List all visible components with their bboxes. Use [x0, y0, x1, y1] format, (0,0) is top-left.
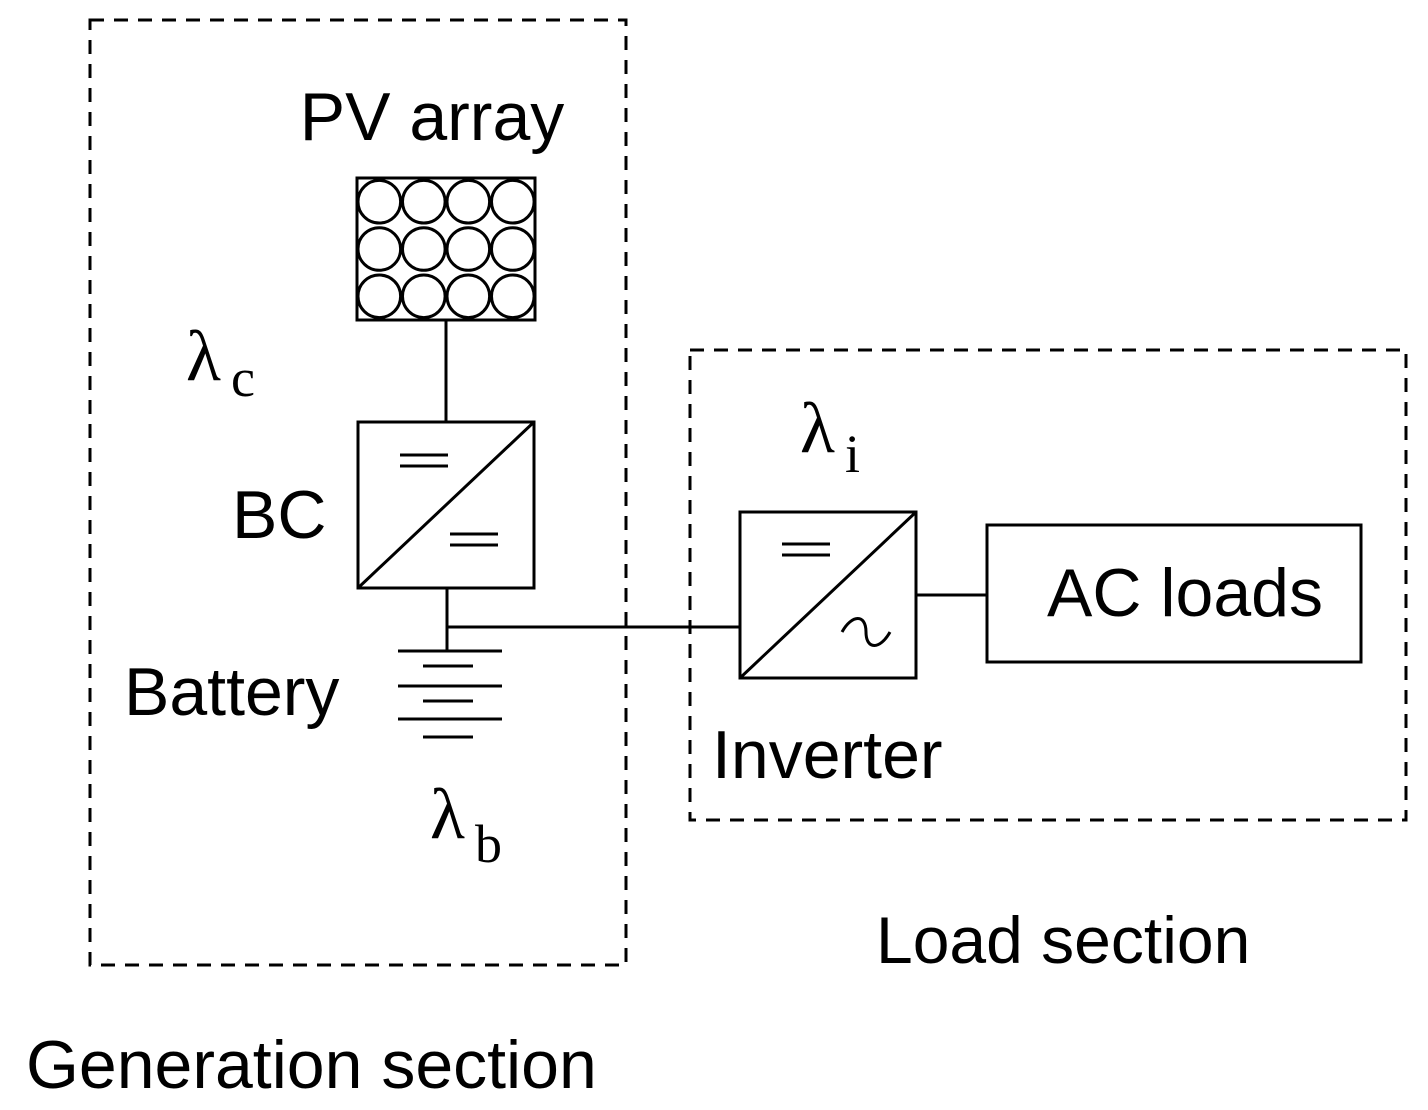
bc-dc-output-symbol: [450, 532, 498, 547]
inverter-rate-symbol: λ: [800, 388, 835, 468]
pv-cell: [401, 273, 447, 320]
pv-cell: [490, 226, 536, 272]
inverter-failure-rate: λ i: [800, 388, 860, 484]
battery-rate-symbol: λ: [430, 774, 465, 854]
pv-cell: [445, 178, 492, 225]
bc-label: BC: [232, 477, 326, 553]
pv-cell: [490, 273, 536, 320]
pv-cell: [356, 273, 403, 320]
pv-cell: [445, 226, 492, 272]
battery-symbol: [398, 649, 502, 739]
load-section-label: Load section: [876, 903, 1250, 977]
pv-array: [355, 176, 537, 322]
inverter-dc-symbol: [782, 542, 830, 557]
converter-rate-symbol: λ: [186, 316, 221, 396]
inverter-label: Inverter: [712, 717, 943, 793]
ac-loads-box: AC loads: [985, 523, 1363, 664]
inverter-rate-subscript: i: [845, 424, 860, 484]
ac-loads-label: AC loads: [1047, 555, 1323, 631]
battery-rate-subscript: b: [475, 814, 502, 874]
pv-cell: [401, 226, 447, 272]
converter-rate-subscript: c: [231, 348, 255, 408]
pv-cell: [445, 273, 492, 320]
converter-failure-rate: λ c: [186, 316, 255, 408]
generation-section-box: [88, 18, 628, 967]
pv-cells: [356, 178, 536, 320]
pv-cell: [401, 178, 447, 225]
pv-cell: [490, 178, 536, 225]
inverter: [738, 510, 918, 680]
bc-dc-input-symbol: [400, 453, 448, 468]
battery-label: Battery: [124, 654, 339, 730]
pv-cell: [356, 178, 403, 225]
load-section-box: [688, 348, 1408, 822]
pv-array-label: PV array: [300, 79, 565, 155]
bc-converter: [356, 420, 536, 590]
generation-section-label: Generation section: [26, 1027, 597, 1103]
pv-cell: [356, 226, 403, 272]
battery-failure-rate: λ b: [430, 774, 502, 874]
inverter-ac-symbol: [840, 617, 892, 647]
